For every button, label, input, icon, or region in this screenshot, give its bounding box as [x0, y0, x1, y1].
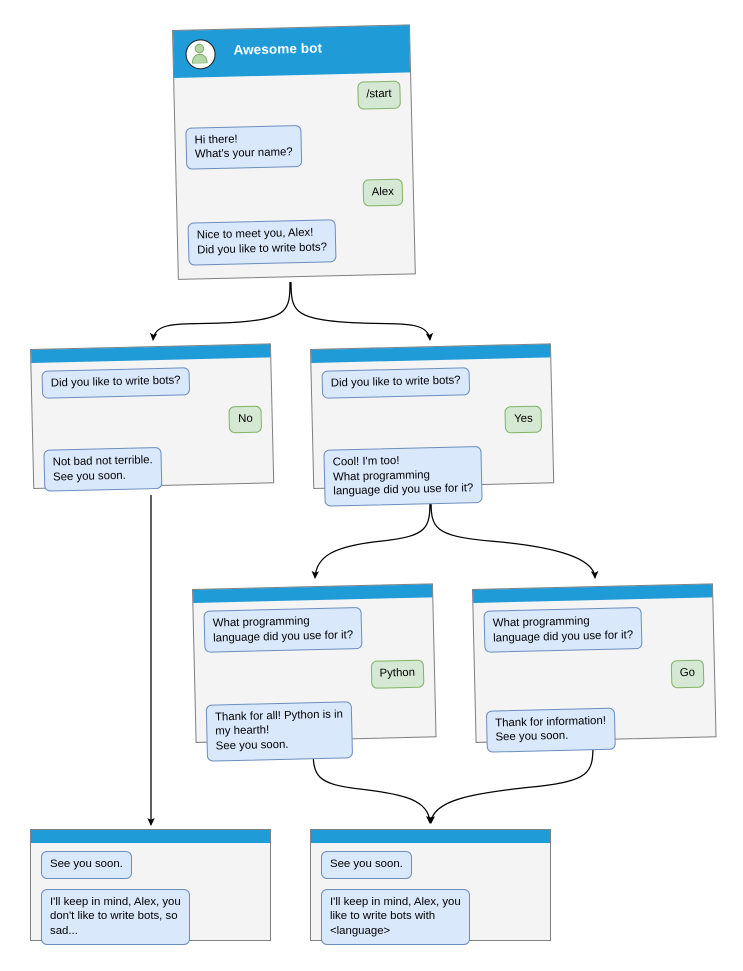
chat-node-yes-branch[interactable]: Did you like to write bots? Yes Cool! I'… — [310, 343, 555, 507]
user-message-bubble[interactable]: Python — [370, 659, 425, 689]
message-row: Hi there! What's your name? — [185, 122, 402, 170]
node-body: What programming language did you use fo… — [193, 597, 436, 771]
node-body: What programming language did you use fo… — [473, 597, 716, 763]
chat-node-root[interactable]: Awesome bot /start Hi there! What's your… — [172, 24, 416, 280]
bot-message-bubble[interactable]: Thank for all! Python is in my hearth! S… — [205, 701, 353, 762]
node-header-root: Awesome bot — [173, 25, 411, 78]
bot-message-bubble[interactable]: Nice to meet you, Alex! Did you like to … — [187, 219, 337, 266]
message-row: Thank for all! Python is in my hearth! S… — [205, 699, 426, 762]
message-row: See you soon. — [321, 851, 540, 879]
user-message-bubble[interactable]: Yes — [504, 405, 543, 434]
chat-node-go-branch[interactable]: What programming language did you use fo… — [472, 583, 717, 753]
message-row: Cool! I'm too! What programming language… — [323, 445, 543, 507]
bot-message-bubble[interactable]: Cool! I'm too! What programming language… — [323, 446, 483, 507]
message-row: I'll keep in mind, Alex, you like to wri… — [321, 888, 540, 946]
node-body: See you soon. I'll keep in mind, Alex, y… — [311, 843, 550, 955]
bot-message-bubble[interactable]: Thank for information! See you soon. — [485, 707, 616, 753]
message-row: /start — [184, 80, 401, 114]
message-row: What programming language did you use fo… — [483, 606, 704, 653]
message-row: I'll keep in mind, Alex, you don't like … — [41, 888, 260, 946]
node-body: Did you like to write bots? No Not bad n… — [31, 357, 273, 502]
message-row: Alex — [187, 178, 404, 211]
person-avatar-icon — [185, 38, 216, 70]
node-header — [31, 830, 270, 843]
user-message-bubble[interactable]: /start — [356, 80, 401, 110]
message-row: Thank for information! See you soon. — [485, 705, 706, 753]
bot-message-bubble[interactable]: I'll keep in mind, Alex, you like to wri… — [321, 888, 470, 946]
bot-message-bubble[interactable]: What programming language did you use fo… — [483, 607, 643, 653]
bot-message-bubble[interactable]: What programming language did you use fo… — [203, 607, 363, 653]
user-message-bubble[interactable]: No — [228, 405, 263, 434]
message-row: See you soon. — [41, 851, 260, 879]
node-body: Did you like to write bots? Yes Cool! I'… — [311, 357, 554, 517]
chat-node-end-happy[interactable]: See you soon. I'll keep in mind, Alex, y… — [310, 829, 551, 946]
edge-root-to-yes — [290, 281, 434, 341]
message-row: What programming language did you use fo… — [203, 606, 424, 653]
bot-message-bubble[interactable]: Did you like to write bots? — [41, 367, 190, 399]
node-body-root: /start Hi there! What's your name? Alex … — [174, 72, 415, 275]
message-row: Python — [205, 659, 425, 693]
chat-node-end-sad[interactable]: See you soon. I'll keep in mind, Alex, y… — [30, 829, 271, 946]
bot-message-bubble[interactable]: Did you like to write bots? — [321, 367, 470, 399]
message-row: Yes — [322, 405, 543, 438]
message-row: Not bad not terrible. See you soon. — [43, 445, 263, 493]
chat-node-no-branch[interactable]: Did you like to write bots? No Not bad n… — [30, 343, 275, 493]
edge-root-to-no — [149, 281, 291, 341]
bot-message-bubble[interactable]: I'll keep in mind, Alex, you don't like … — [41, 888, 190, 946]
user-message-bubble[interactable]: Go — [670, 659, 705, 689]
bot-title: Awesome bot — [233, 40, 323, 58]
bot-message-bubble[interactable]: Hi there! What's your name? — [185, 124, 303, 170]
bot-message-bubble[interactable]: Not bad not terrible. See you soon. — [43, 447, 163, 493]
node-body: See you soon. I'll keep in mind, Alex, y… — [31, 843, 270, 955]
bot-message-bubble[interactable]: See you soon. — [321, 851, 412, 879]
node-header — [311, 830, 550, 843]
bot-message-bubble[interactable]: See you soon. — [41, 851, 132, 879]
message-row: Nice to meet you, Alex! Did you like to … — [187, 218, 405, 266]
user-message-bubble[interactable]: Alex — [362, 178, 404, 207]
chat-node-python-branch[interactable]: What programming language did you use fo… — [192, 583, 437, 762]
